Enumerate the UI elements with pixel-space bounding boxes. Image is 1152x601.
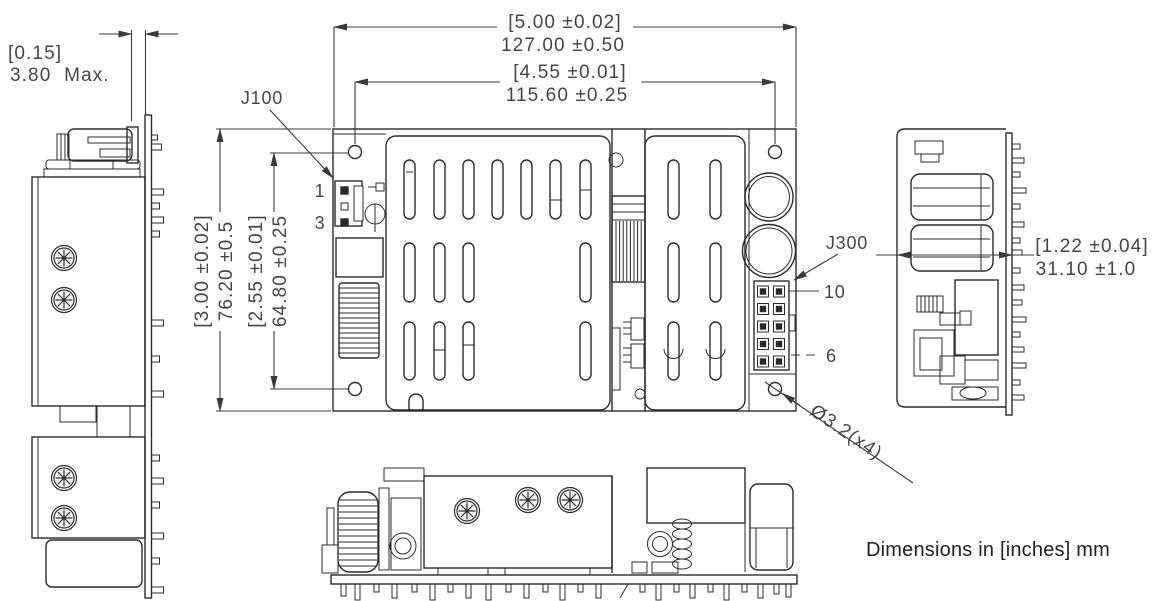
units-note: Dimensions in [inches] mm: [866, 539, 1110, 561]
hole-pitch-width-inches: [4.55 ±0.01]: [513, 62, 626, 83]
overall-width-mm: 127.00 ±0.50: [501, 35, 625, 56]
inductor-coil: [337, 491, 379, 573]
pcb-edge: [1005, 132, 1013, 416]
overall-depth-inches: [3.00 ±0.02]: [192, 214, 213, 327]
component-cluster: [913, 279, 999, 401]
bulk-capacitors: [741, 172, 797, 279]
output-capacitor: [749, 483, 794, 571]
pcb-edge: [144, 114, 153, 599]
screw-icon: [50, 464, 78, 492]
coil-spring: [672, 518, 692, 570]
mounting-hole: [347, 144, 363, 160]
vent-slots-left: [403, 159, 592, 381]
overall-height-mm: 31.10 ±1.0: [1036, 259, 1137, 280]
pin-length-mm: 3.80 Max.: [10, 65, 110, 86]
enclosure-outline: [896, 128, 1006, 408]
mounting-hole: [767, 144, 783, 160]
board-outline: [332, 128, 797, 412]
upper-heatsink-side: [31, 176, 146, 407]
inductor-coil: [338, 282, 380, 359]
j300-connector: [753, 280, 796, 371]
left-cover: [385, 135, 611, 411]
screw-icon: [556, 486, 584, 514]
overall-depth-mm: 76.20 ±0.5: [216, 221, 237, 322]
heatsink-front: [423, 475, 613, 569]
transformer: [608, 129, 646, 411]
hole-pitch-width-mm: 115.60 ±0.25: [506, 85, 629, 106]
vent-slots-right: [663, 159, 726, 381]
front-view: [321, 467, 798, 601]
j100-connector: [334, 180, 386, 232]
j100-label: J100: [241, 88, 283, 108]
hole-pitch-depth-mm: 64.80 ±0.25: [270, 215, 291, 327]
overall-height-inches: [1.22 ±0.04]: [1035, 236, 1148, 257]
screw-icon: [50, 286, 78, 314]
pin-length-inches: [0.15]: [8, 43, 62, 64]
mounting-hole: [347, 381, 363, 397]
capacitor-block: [335, 237, 384, 278]
hole-pitch-depth-inches: [2.55 ±0.01]: [246, 214, 267, 327]
j100-pin1-label: 1: [315, 181, 326, 201]
screw-icon: [514, 486, 542, 514]
pcb-edge: [330, 574, 798, 585]
j300-pin10-label: 10: [824, 282, 846, 302]
screw-icon: [50, 504, 78, 532]
input-connector-side: [43, 126, 141, 178]
right-side-view: [896, 128, 1027, 416]
j300-pin6-label: 6: [826, 346, 837, 366]
dimension-annotations: [99, 23, 1034, 484]
through-hole-pins: [340, 583, 792, 601]
capacitor-cylinders: [910, 173, 994, 272]
screw-icon: [453, 497, 481, 525]
overall-width-inches: [5.00 ±0.02]: [508, 12, 621, 33]
left-side-view: [31, 114, 164, 599]
top-view: [332, 128, 797, 412]
j100-pin3-label: 3: [315, 213, 326, 233]
through-hole-pins: [1011, 143, 1027, 401]
mounting-hole: [767, 381, 783, 397]
dimension-text: [5.00 ±0.02] 127.00 ±0.50 [4.55 ±0.01] 1…: [8, 12, 1148, 561]
lower-heatsink-side: [31, 436, 146, 539]
mounting-hole-note: Ø3.2(x4): [806, 400, 886, 464]
through-hole-pins: [151, 134, 164, 594]
right-cover: [644, 135, 746, 411]
screw-icon: [50, 244, 78, 272]
j300-label: J300: [826, 233, 868, 253]
output-block: [646, 467, 746, 524]
output-connector-side: [45, 539, 143, 588]
